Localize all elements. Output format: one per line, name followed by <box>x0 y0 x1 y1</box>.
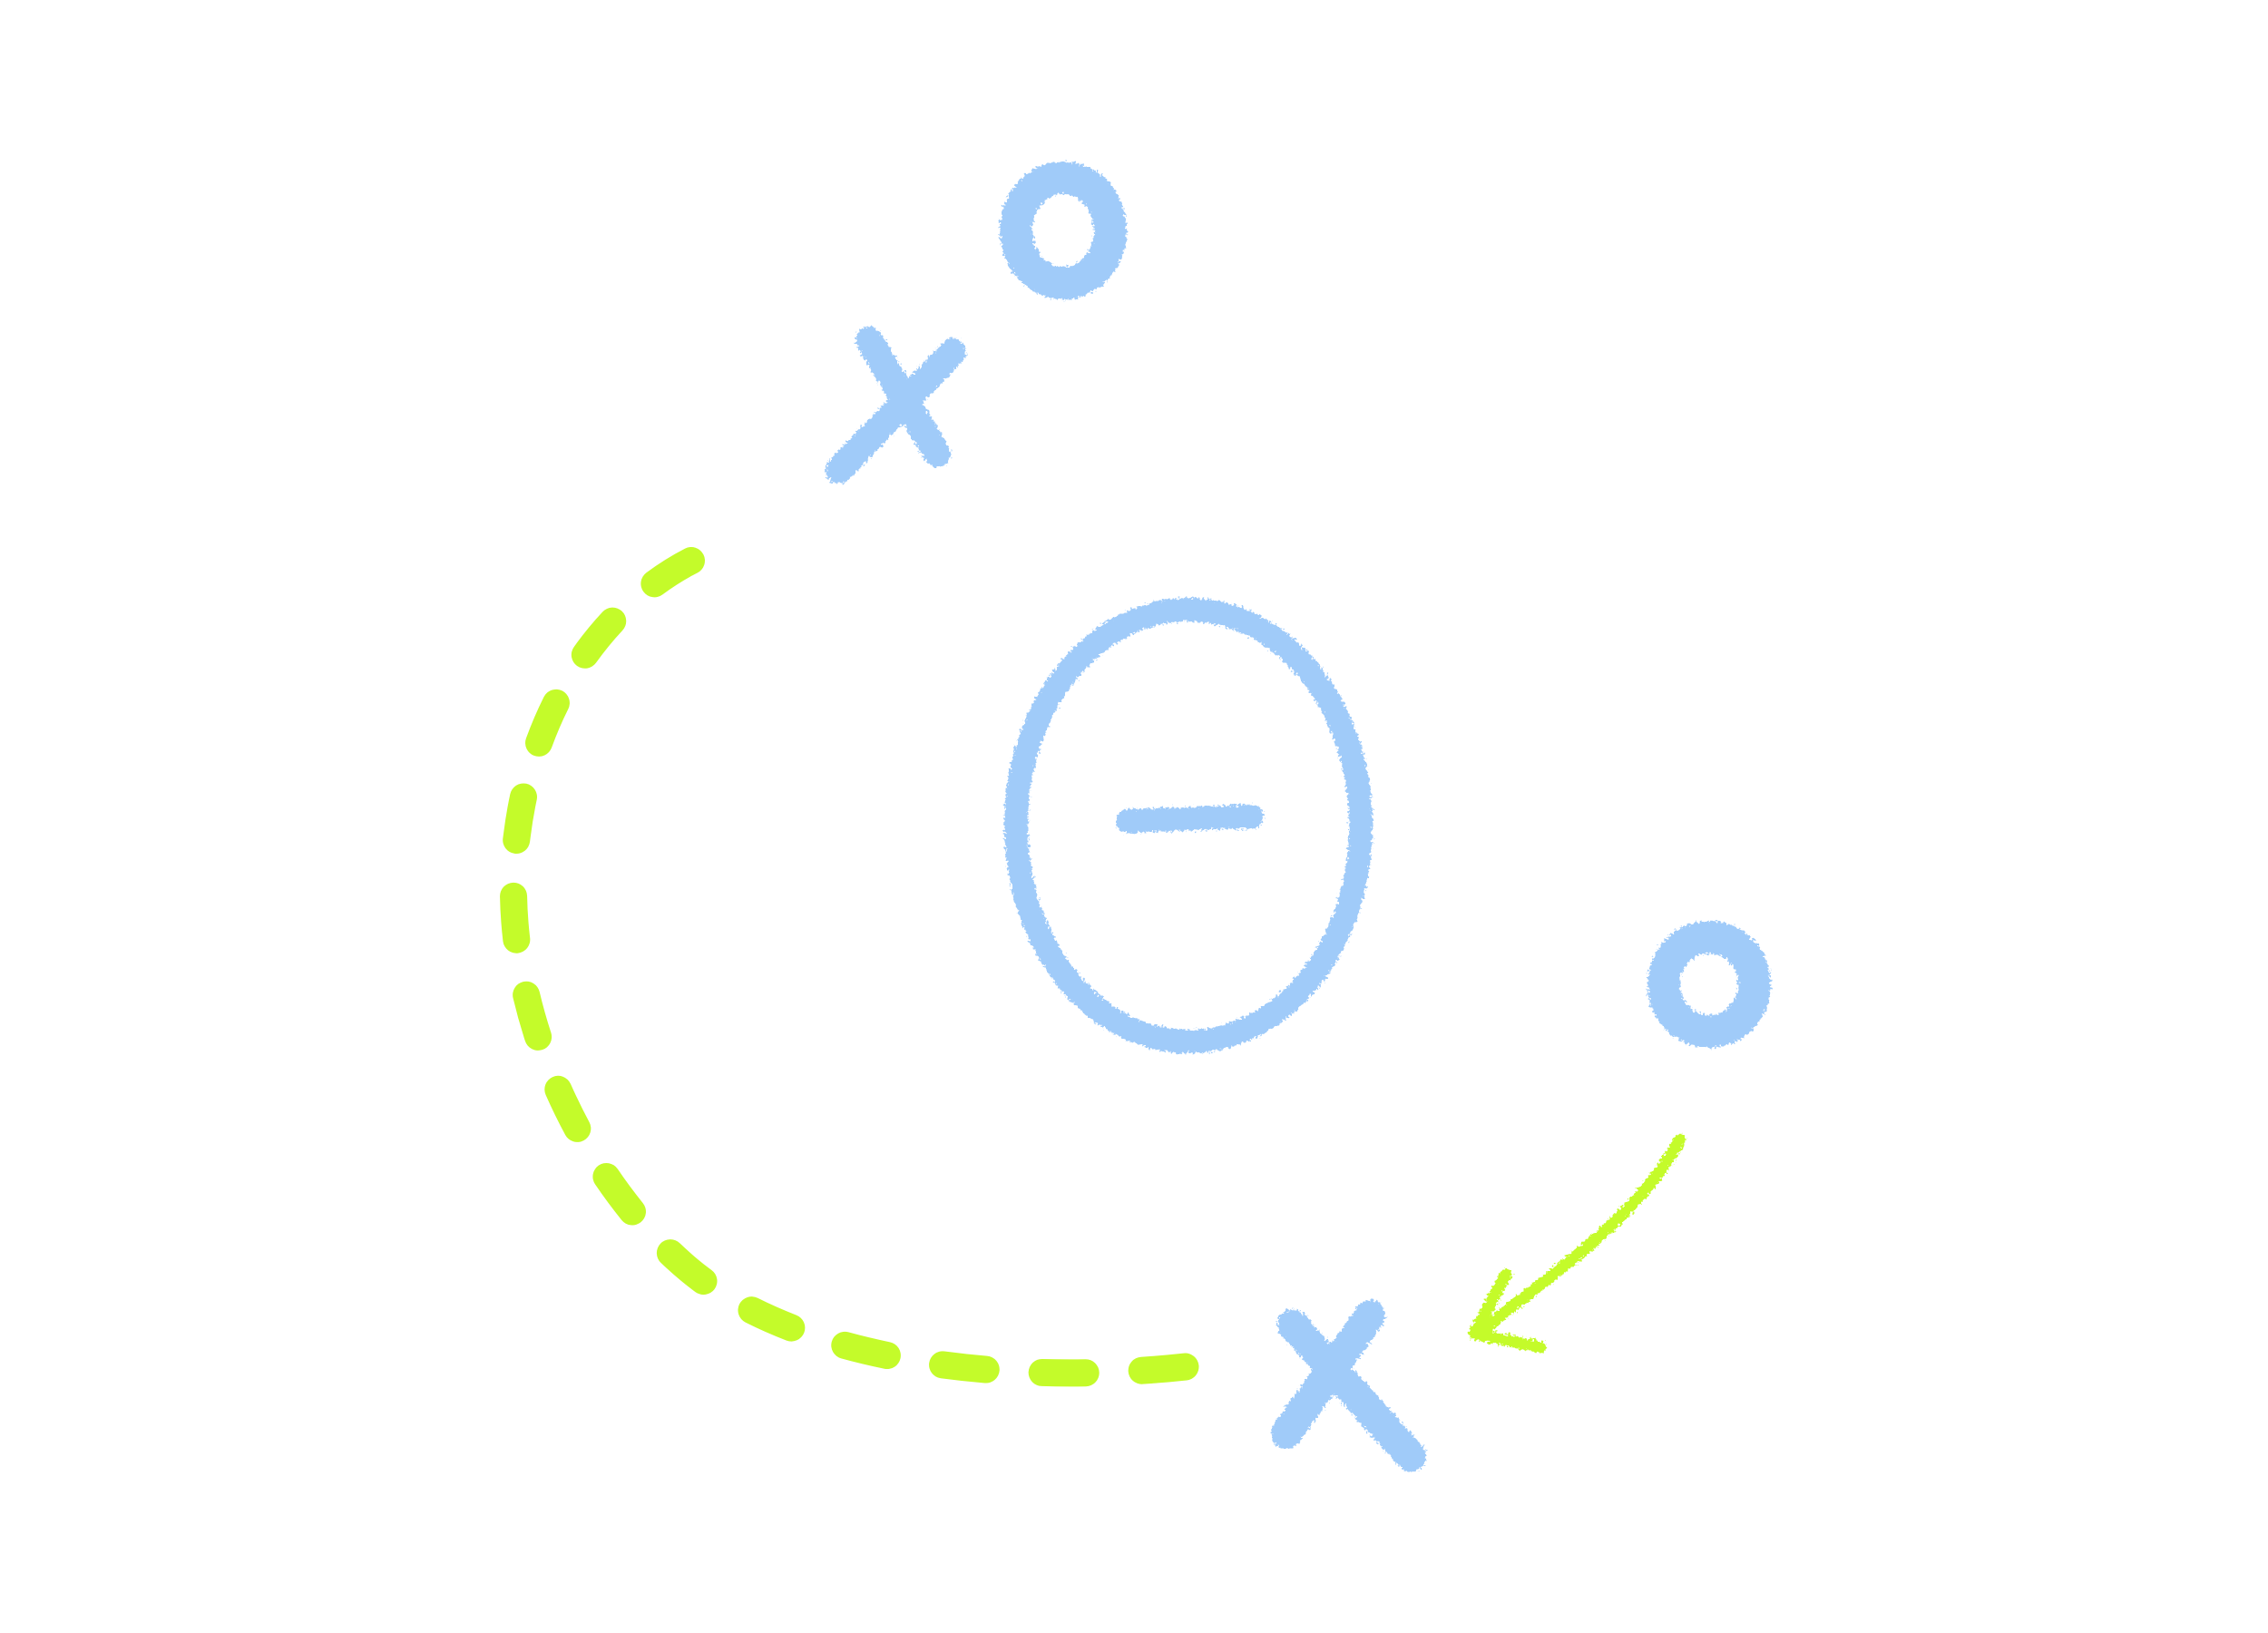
x-mark-icon <box>1271 1300 1426 1472</box>
x-mark-icon <box>826 327 966 484</box>
circle-o-icon <box>1000 161 1127 299</box>
arrow-o-to-x <box>1468 1133 1686 1354</box>
arrowhead-icon <box>1468 1268 1547 1354</box>
arrow-shaft <box>1472 1133 1686 1340</box>
circle-o-icon <box>1647 921 1771 1048</box>
theta-symbol <box>1004 598 1373 1053</box>
dashed-arc <box>500 547 1211 1387</box>
theta-oval <box>1004 598 1373 1053</box>
theta-bar <box>1116 805 1264 833</box>
